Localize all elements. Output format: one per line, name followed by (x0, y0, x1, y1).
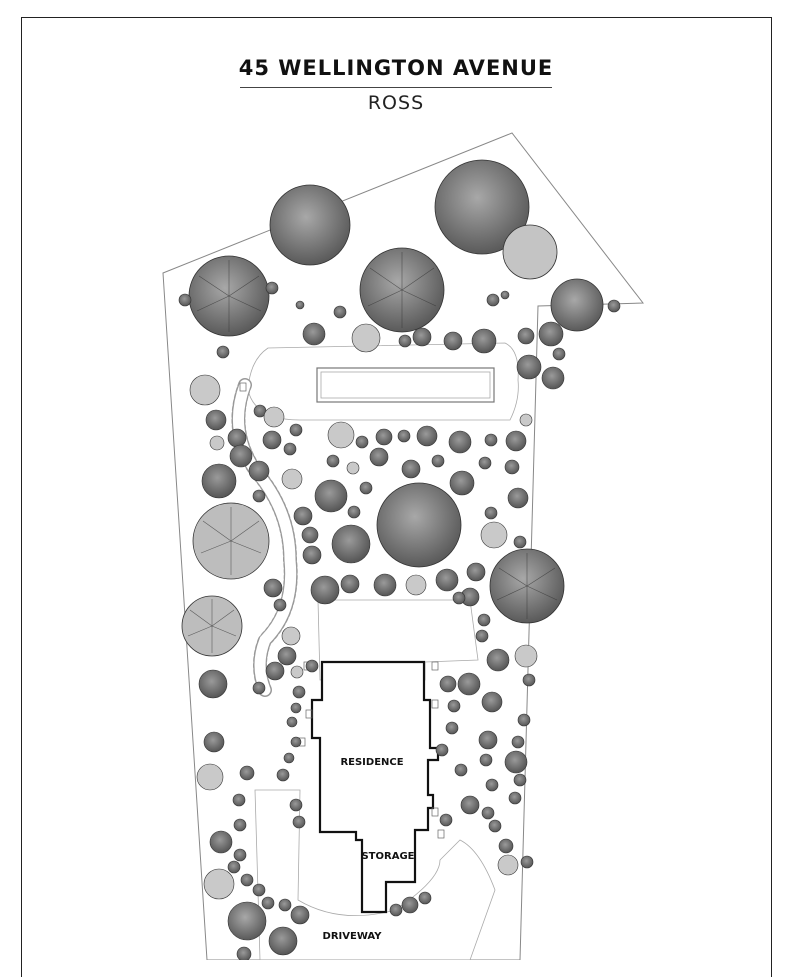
driveway-label: DRIVEWAY (323, 931, 383, 942)
large-trees (181, 159, 604, 657)
tree (550, 278, 604, 332)
tree (434, 159, 530, 255)
shrubs (178, 281, 621, 960)
map-frame (21, 17, 772, 977)
lawn-outline (247, 342, 519, 421)
residence-footprint (310, 660, 440, 914)
tree (502, 224, 558, 280)
pool (316, 367, 495, 403)
title-rule (240, 87, 552, 88)
property-boundary (162, 132, 644, 960)
storage-label: STORAGE (361, 851, 414, 862)
map-subtitle: ROSS (367, 92, 425, 114)
tree-leaf-details (187, 252, 558, 653)
tree (376, 482, 462, 568)
tree (269, 184, 351, 266)
pool-inner (320, 371, 491, 399)
map-title: 45 WELLINGTON AVENUE (238, 56, 554, 80)
residence-label: RESIDENCE (340, 757, 403, 768)
driveway-outline (254, 789, 496, 960)
